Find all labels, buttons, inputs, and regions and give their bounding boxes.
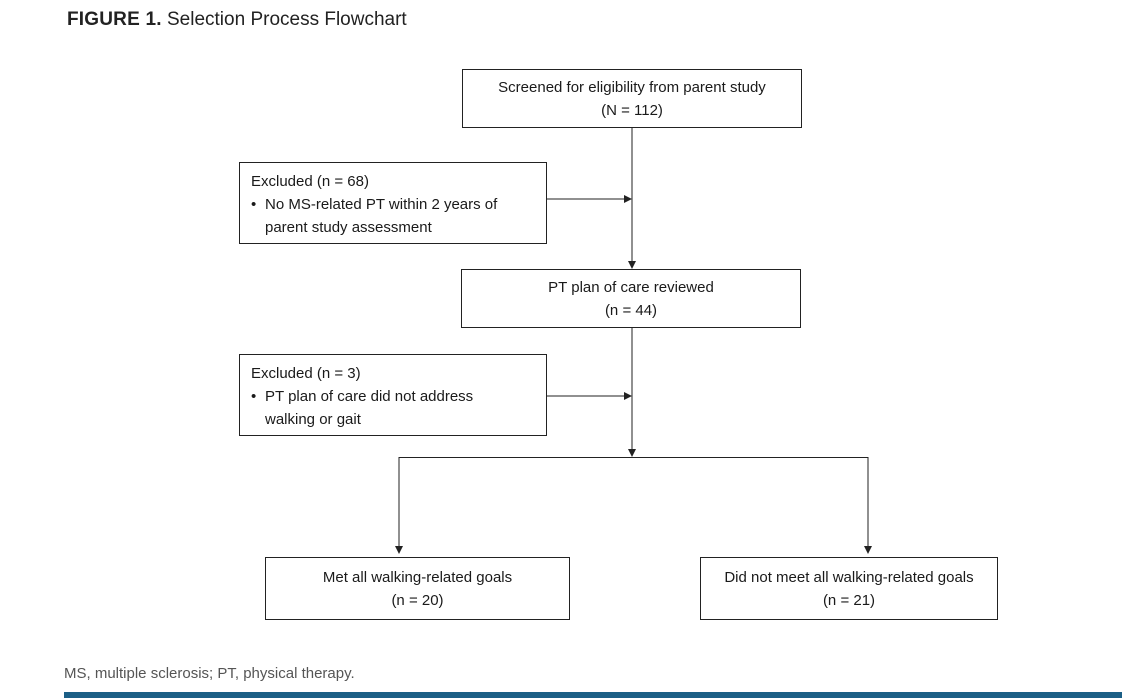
excluded-2-reason: PT plan of care did not address xyxy=(265,388,474,405)
bottom-accent-bar xyxy=(64,692,1122,698)
met-goals-box: Met all walking-related goals (n = 20) xyxy=(265,557,570,620)
figure-title-text: Selection Process Flowchart xyxy=(167,9,407,30)
excluded-box-1: Excluded (n = 68) • No MS-related PT wit… xyxy=(239,162,547,244)
figure-footnote: MS, multiple sclerosis; PT, physical the… xyxy=(64,665,355,682)
not-met-goals-count: (n = 21) xyxy=(822,591,876,609)
excluded-1-heading: Excluded (n = 68) xyxy=(251,173,369,190)
not-met-goals-label: Did not meet all walking-related goals xyxy=(724,568,974,586)
reviewed-count: (n = 44) xyxy=(604,301,658,319)
excluded-2-reason-cont: walking or gait xyxy=(265,411,361,428)
excluded-2-heading: Excluded (n = 3) xyxy=(251,365,361,382)
met-goals-count: (n = 20) xyxy=(391,591,444,609)
excluded-1-bullet-item: • No MS-related PT within 2 years of xyxy=(251,193,536,216)
excluded-1-bullet-continuation: parent study assessment xyxy=(251,216,536,239)
excluded-box-2: Excluded (n = 3) • PT plan of care did n… xyxy=(239,354,547,436)
excluded-1-reason-cont: parent study assessment xyxy=(265,219,432,236)
excluded-2-bullet-continuation: walking or gait xyxy=(251,408,536,431)
screened-label: Screened for eligibility from parent stu… xyxy=(498,78,766,96)
not-met-goals-box: Did not meet all walking-related goals (… xyxy=(700,557,998,620)
excluded-1-reason: No MS-related PT within 2 years of xyxy=(265,196,498,213)
reviewed-label: PT plan of care reviewed xyxy=(548,278,714,296)
screened-count: (N = 112) xyxy=(601,101,663,119)
excluded-2-bullet-item: • PT plan of care did not address xyxy=(251,385,536,408)
figure-title: FIGURE 1. Selection Process Flowchart xyxy=(67,9,407,31)
bullet-icon: • xyxy=(251,388,257,405)
reviewed-box: PT plan of care reviewed (n = 44) xyxy=(461,269,801,328)
met-goals-label: Met all walking-related goals xyxy=(322,568,513,586)
screened-box: Screened for eligibility from parent stu… xyxy=(462,69,802,128)
figure-label: FIGURE 1. xyxy=(67,9,162,30)
bullet-icon: • xyxy=(251,196,257,213)
